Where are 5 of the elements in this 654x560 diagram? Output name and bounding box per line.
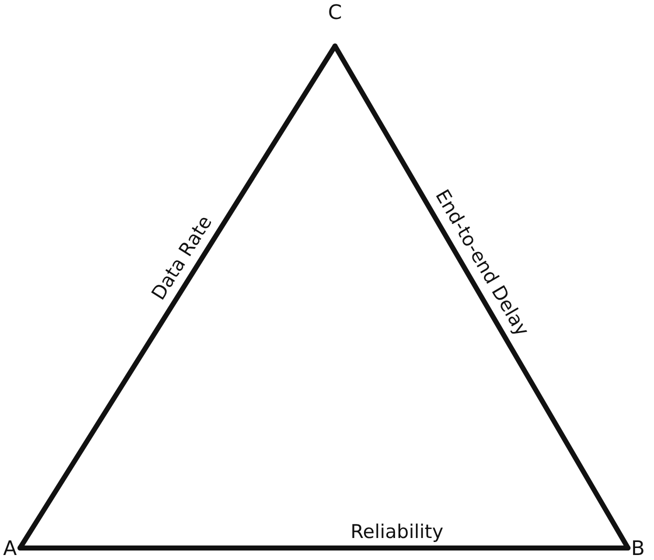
- triangle-side: [18, 546, 630, 550]
- edge-label: Reliability: [350, 521, 444, 543]
- vertex-label: A: [3, 536, 17, 560]
- vertex-label: C: [328, 0, 342, 24]
- vertex-label: B: [631, 536, 645, 560]
